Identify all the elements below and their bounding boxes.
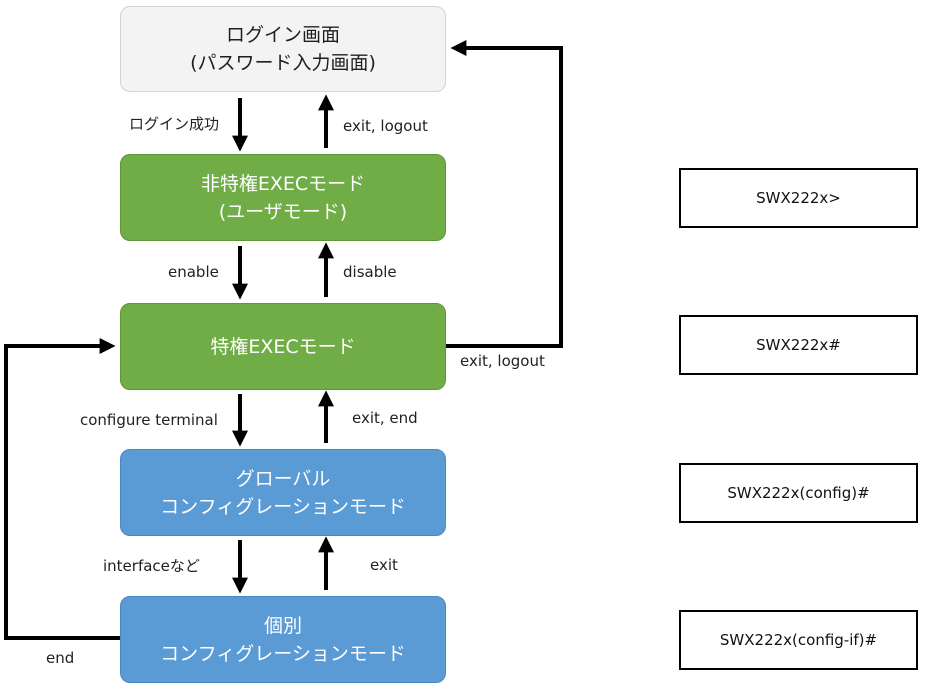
label-exit-end: exit, end — [352, 409, 418, 427]
label-end: end — [46, 649, 75, 667]
privileged-exec-mode-node: 特権EXECモード — [120, 303, 446, 390]
prompt-privileged-exec: SWX222x# — [679, 315, 918, 375]
label-enable: enable — [168, 263, 219, 281]
label-exit: exit — [370, 556, 398, 574]
label-exit-logout-user: exit, logout — [343, 117, 428, 135]
arrow-exit-logout-priv — [446, 40, 563, 348]
login-screen-node: ログイン画面 (パスワード入力画面) — [120, 6, 446, 92]
prompt-individual-config: SWX222x(config-if)# — [679, 610, 918, 670]
global-config-mode-node: グローバル コンフィグレーションモード — [120, 449, 446, 536]
label-configure-terminal: configure terminal — [80, 411, 218, 429]
arrow-end — [4, 338, 120, 640]
prompt-global-config: SWX222x(config)# — [679, 463, 918, 523]
prompt-user-exec: SWX222x> — [679, 168, 918, 228]
label-disable: disable — [343, 263, 397, 281]
label-exit-logout-priv: exit, logout — [460, 352, 545, 370]
label-login-success: ログイン成功 — [129, 115, 220, 133]
label-interface: interfaceなど — [103, 557, 200, 575]
individual-config-mode-node: 個別 コンフィグレーションモード — [120, 596, 446, 683]
user-exec-mode-node: 非特権EXECモード (ユーザモード) — [120, 154, 446, 241]
